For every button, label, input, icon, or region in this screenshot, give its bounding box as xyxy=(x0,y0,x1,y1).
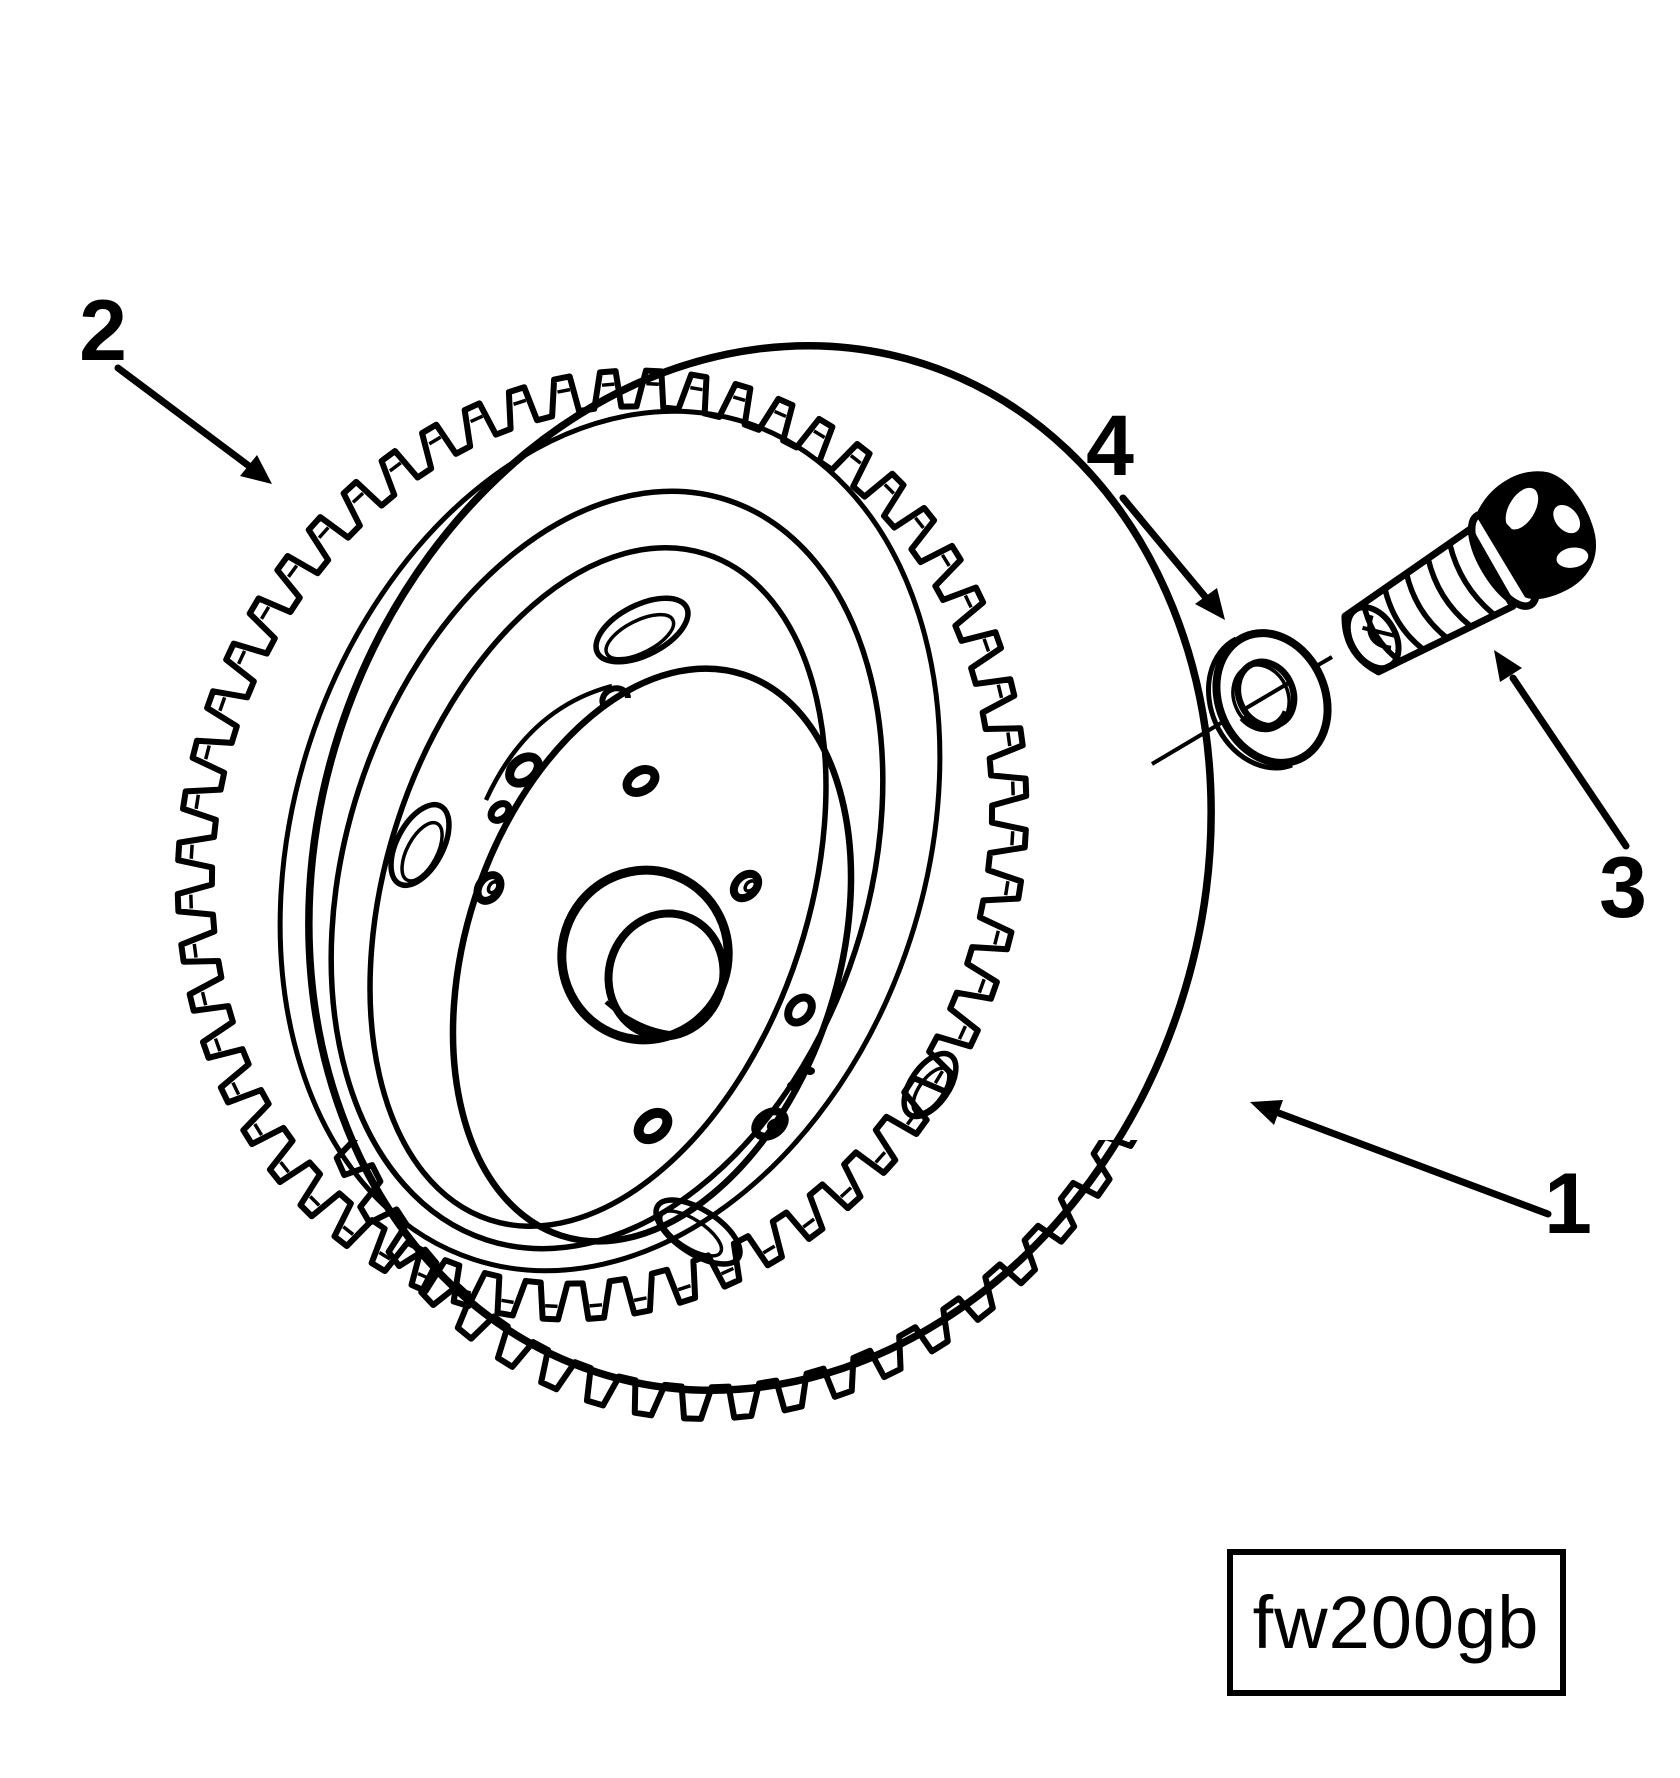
bolt-hole xyxy=(633,1107,673,1145)
flywheel-back-body xyxy=(305,342,1215,1394)
callouts: 2 4 3 1 xyxy=(79,283,1647,1252)
figure-code-box: fw200gb xyxy=(1227,1549,1566,1696)
bolt-hole xyxy=(784,993,816,1027)
washer-hole-shadow xyxy=(1239,710,1292,733)
bolt-threads xyxy=(1360,543,1495,664)
bolt-hole xyxy=(505,752,543,788)
balance-dot xyxy=(787,1081,799,1091)
callout-2-arrow xyxy=(114,364,272,484)
flywheel-slots xyxy=(388,595,959,1267)
bolt-hole xyxy=(622,765,660,797)
callout-4-label: 4 xyxy=(1086,398,1134,494)
center-bore-inner xyxy=(604,909,728,1041)
bolt-hole xyxy=(751,1107,789,1141)
flywheel-back-teeth xyxy=(290,1140,1160,1422)
bolt-head-highlight xyxy=(1556,547,1589,568)
washer-thickness-arc xyxy=(1206,636,1293,771)
washer-outer xyxy=(1212,629,1332,767)
timing-notch xyxy=(599,685,631,708)
bolt-thread-start-curl xyxy=(1367,614,1392,651)
bolt-head-highlight xyxy=(1553,505,1581,534)
callout-3-label: 3 xyxy=(1599,840,1647,936)
callout-1-arrow xyxy=(1250,1100,1552,1218)
bolt-tip-face xyxy=(1344,604,1402,672)
bolt-hole xyxy=(473,871,505,905)
callout-1-label: 1 xyxy=(1544,1156,1592,1252)
washer-illustration xyxy=(1150,629,1334,771)
callout-4-arrow xyxy=(1119,494,1225,620)
gear-tooth-facets xyxy=(189,381,1015,1309)
balance-dot xyxy=(805,1067,815,1075)
ring-gear-teeth xyxy=(174,367,1030,1323)
center-bore xyxy=(557,865,733,1045)
slot-top xyxy=(593,595,691,665)
face-ring-outer xyxy=(277,408,943,1274)
bolt-hole xyxy=(487,800,513,824)
callout-3-arrow xyxy=(1494,650,1630,850)
bolt-flange xyxy=(1467,510,1540,610)
washer-leader-line xyxy=(1150,721,1223,766)
slot-left xyxy=(388,801,452,889)
bolt-tip-tick xyxy=(1362,625,1396,638)
bolt-head-highlight xyxy=(1505,487,1539,530)
flywheel-illustration xyxy=(174,342,1215,1422)
bore-chamfer-arc xyxy=(604,1000,679,1037)
hub-chamfer-arc xyxy=(483,683,613,801)
slot-bottom xyxy=(653,1197,743,1267)
slot-right xyxy=(901,1050,959,1120)
washer-axis-line xyxy=(1241,655,1334,712)
figure-code-text: fw200gb xyxy=(1253,1581,1540,1664)
callout-2-label: 2 xyxy=(79,283,127,379)
face-ring-middle xyxy=(328,488,886,1252)
bolt-illustration xyxy=(1341,471,1596,676)
